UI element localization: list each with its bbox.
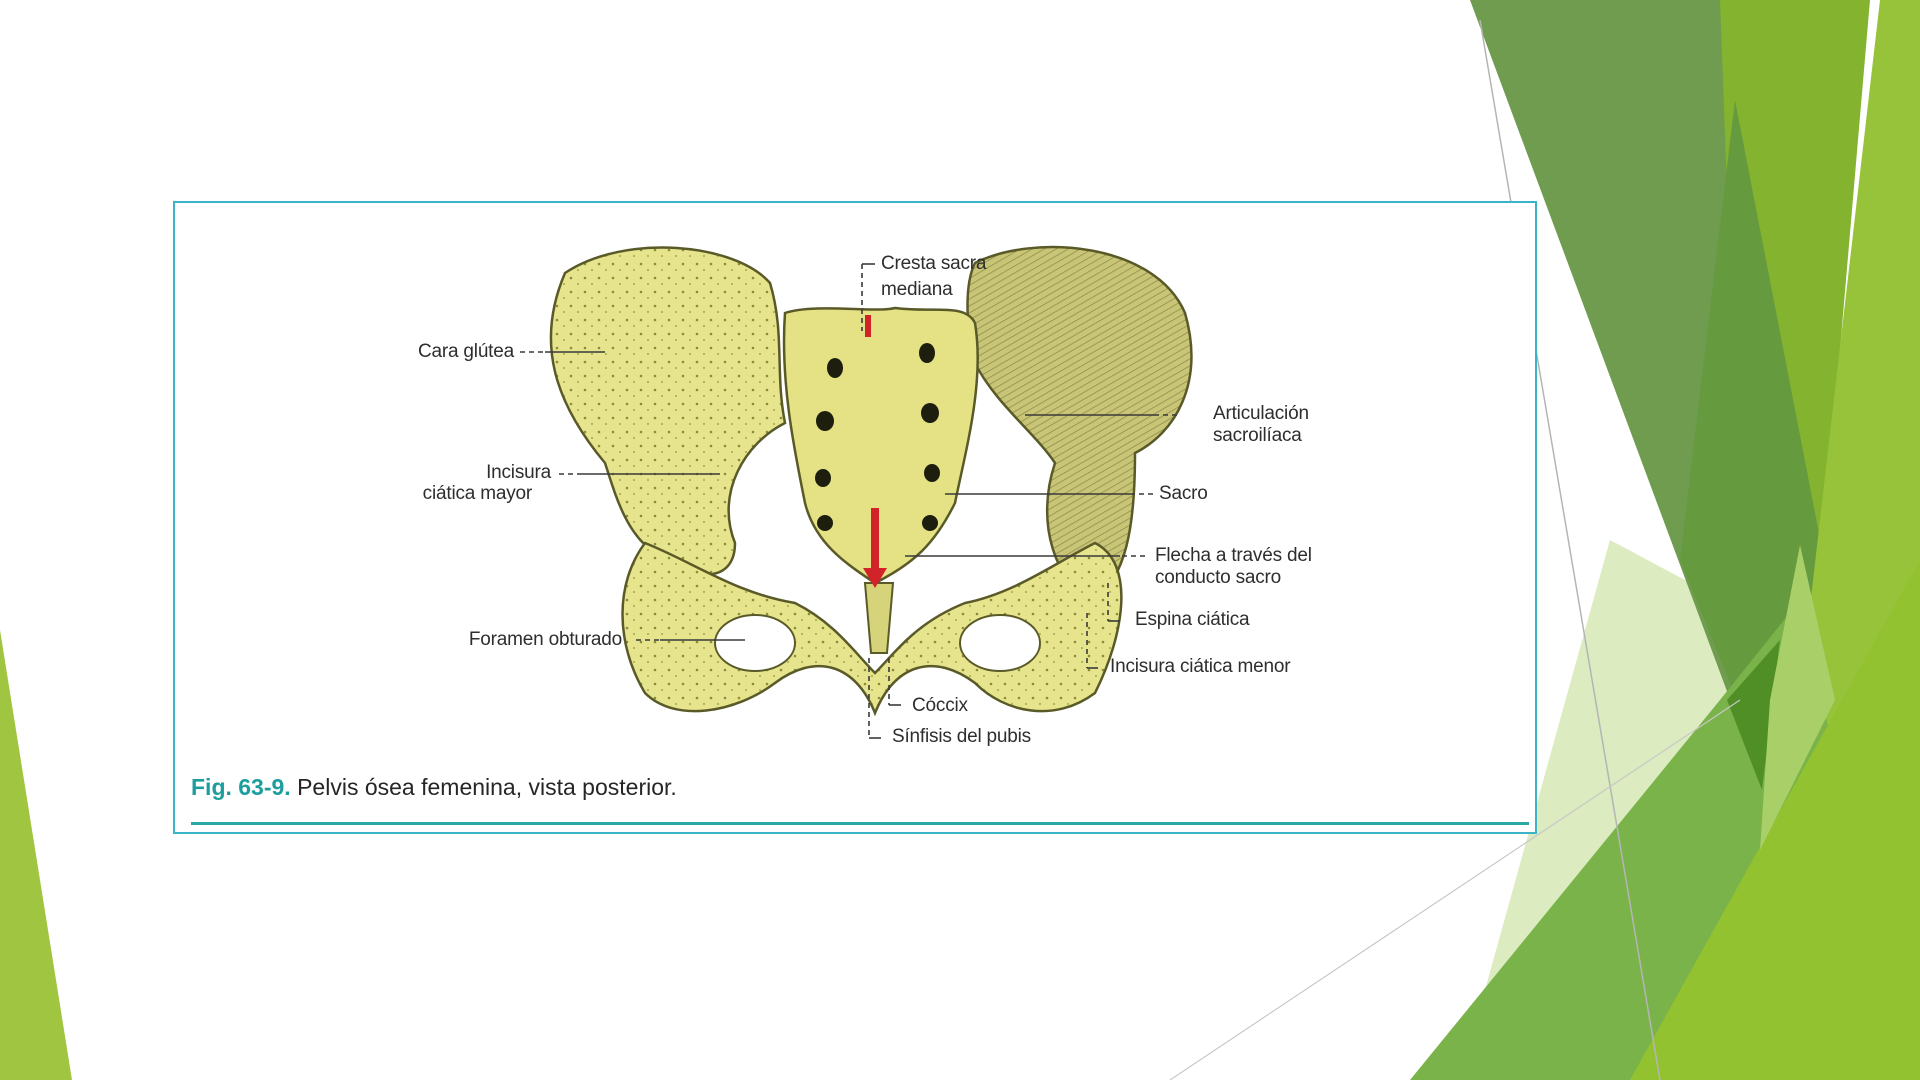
label-incisura-mayor: Incisura <box>486 462 551 483</box>
label-articulacion: Articulación <box>1213 403 1309 424</box>
label-flecha-2: conducto sacro <box>1155 567 1282 588</box>
label-sacro: Sacro <box>1159 483 1208 504</box>
left-green-wedge <box>0 630 72 1080</box>
pelvis-illustration <box>520 245 1193 739</box>
label-incisura-mayor-2: ciática mayor <box>422 483 533 504</box>
dark-accent-sliver <box>1727 640 1780 790</box>
figure-caption-text: Pelvis ósea femenina, vista posterior. <box>297 774 677 800</box>
figure-frame: Cresta sacra mediana Cara glútea Incisur… <box>173 201 1537 834</box>
thin-line-2 <box>1169 699 1741 1080</box>
label-cresta-sacra-2: mediana <box>881 279 953 300</box>
thin-line-1 <box>1479 19 1661 1080</box>
label-espina-ciatica: Espina ciática <box>1135 609 1250 630</box>
caption-rule <box>191 822 1529 825</box>
label-incisura-menor: Incisura ciática menor <box>1110 656 1291 677</box>
label-coccix: Cóccix <box>912 695 968 716</box>
figure-caption: Fig. 63-9. Pelvis ósea femenina, vista p… <box>191 774 677 801</box>
label-cresta-sacra: Cresta sacra <box>881 253 987 274</box>
light-lime-shard <box>1760 545 1835 850</box>
label-articulacion-2: sacroilíaca <box>1213 425 1302 446</box>
red-arrow-canal <box>863 508 887 588</box>
figure-number: Fig. 63-9. <box>191 774 291 800</box>
label-foramen-obturado: Foramen obturado <box>468 629 622 650</box>
label-cara-glutea: Cara glútea <box>417 341 514 362</box>
label-flecha: Flecha a través del <box>1155 545 1312 566</box>
red-arrow-top <box>865 315 871 337</box>
label-sinfisis-pubis: Sínfisis del pubis <box>892 726 1031 747</box>
